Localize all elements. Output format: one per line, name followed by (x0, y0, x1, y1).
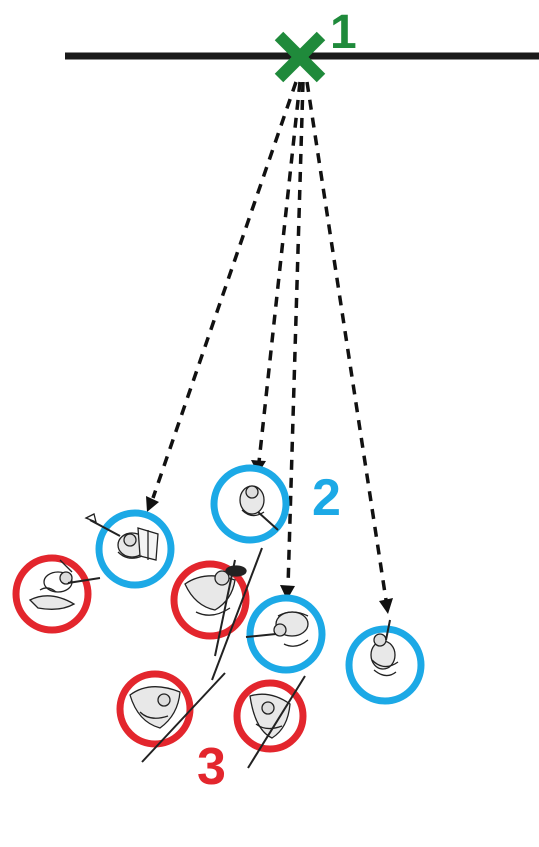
enemy-unit-1 (12, 554, 101, 634)
enemy-unit-3 (116, 670, 226, 763)
step-label-defenders: 3 (197, 738, 226, 796)
miniature-figure-icon (370, 619, 399, 677)
moving-unit-4 (345, 619, 425, 705)
moving-unit-1 (84, 509, 175, 589)
moving-unit-3 (245, 594, 326, 674)
step-label-origin: 1 (330, 6, 357, 59)
arrowhead-4 (379, 598, 393, 614)
move-path-3 (286, 81, 305, 588)
objective-x-marker-icon (274, 31, 326, 83)
miniature-figure-icon (247, 675, 306, 769)
enemy-units (12, 547, 307, 769)
miniature-figure-icon (84, 513, 159, 561)
miniature-figure-icon (28, 559, 101, 610)
moving-unit-2 (210, 464, 290, 544)
move-path-2 (257, 81, 302, 463)
arrowhead-1 (146, 496, 159, 512)
arrowhead-3 (280, 585, 295, 600)
move-path-1 (151, 81, 298, 499)
move-path-4 (305, 81, 388, 601)
step-label-movement: 2 (312, 469, 341, 527)
miniature-figure-icon (129, 672, 226, 763)
enemy-unit-2 (170, 547, 263, 681)
movement-paths (151, 81, 388, 601)
miniature-figure-icon (184, 547, 263, 681)
miniature-figure-icon (239, 485, 279, 531)
miniature-figure-icon (245, 611, 309, 647)
moving-units (84, 464, 425, 705)
enemy-unit-4 (233, 675, 307, 769)
